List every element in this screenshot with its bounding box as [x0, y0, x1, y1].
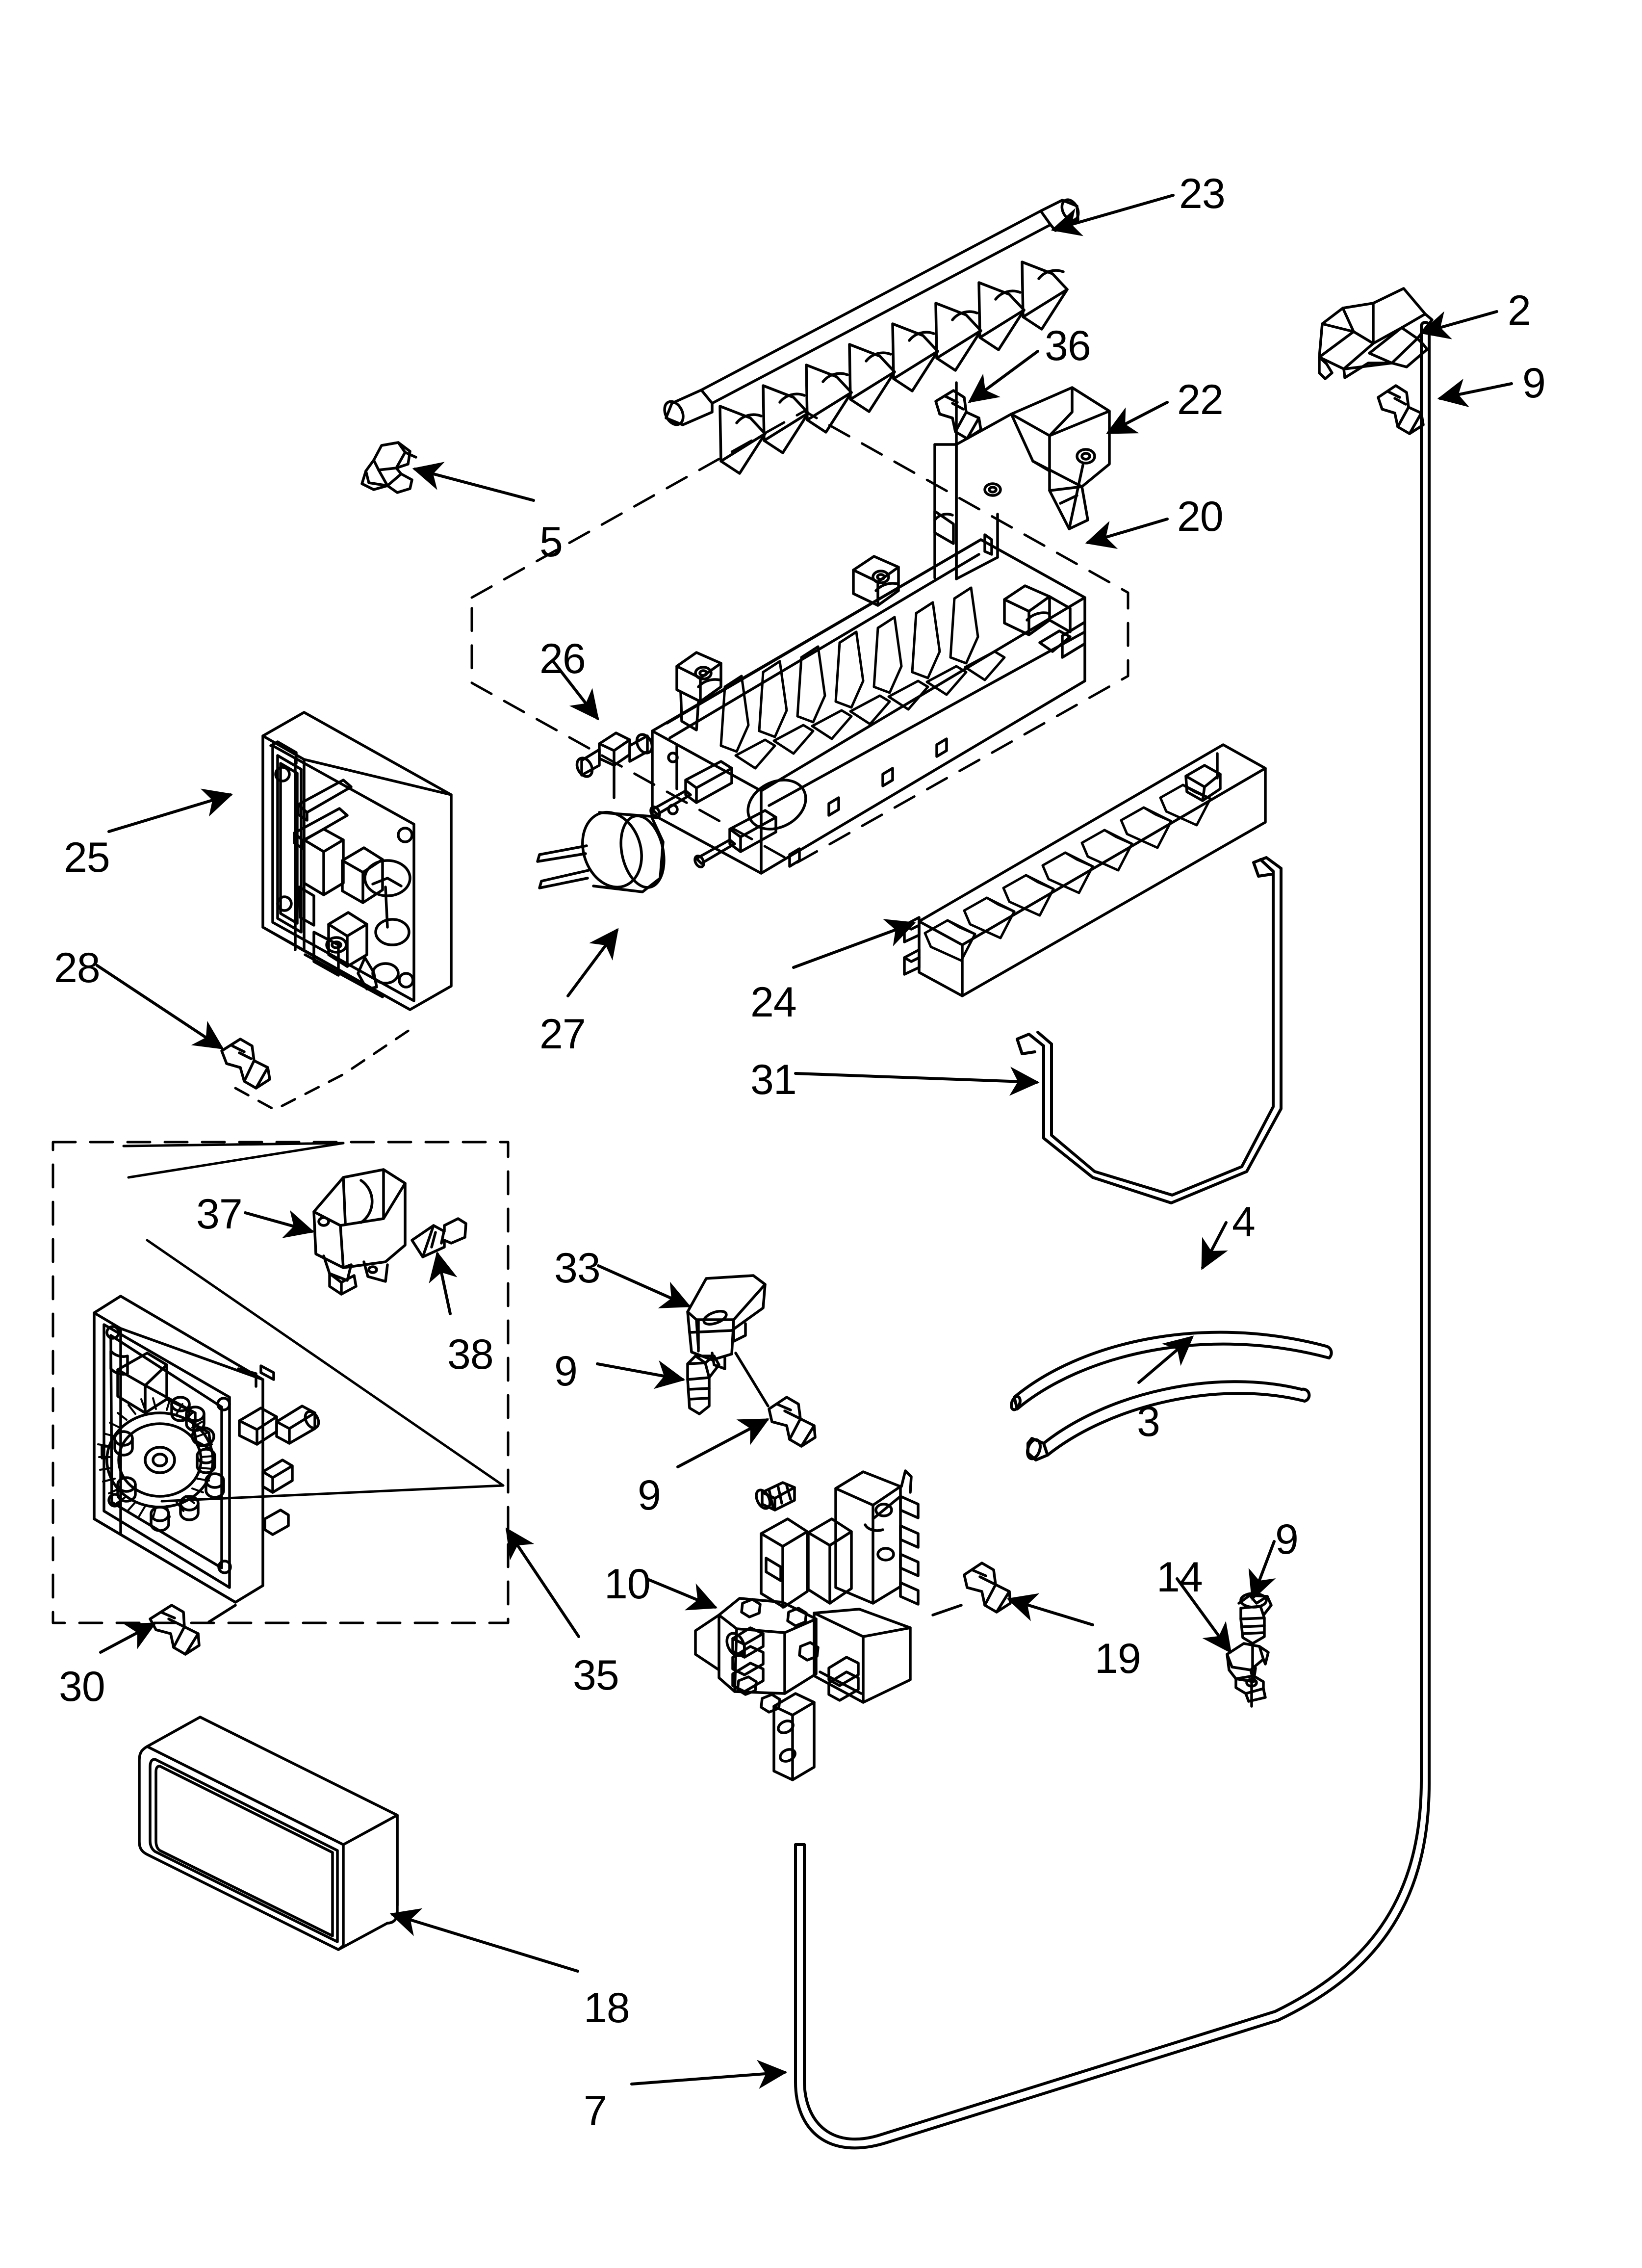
part-wire-retaining-clip	[360, 441, 417, 494]
callout-7[interactable]: 7	[584, 2087, 607, 2135]
part-cover-mounting-screw	[410, 1217, 467, 1258]
part-water-fill-tube-lower	[1026, 1380, 1311, 1461]
callout-37[interactable]: 37	[196, 1191, 243, 1238]
callout-31[interactable]: 31	[750, 1056, 797, 1103]
callout-14[interactable]: 14	[1156, 1554, 1203, 1601]
callout-33[interactable]: 33	[554, 1245, 601, 1292]
part-water-fill-cup	[1010, 386, 1111, 530]
callout-9-b[interactable]: 9	[554, 1348, 578, 1395]
part-base-mounting-screw	[149, 1604, 237, 1656]
callout-4[interactable]: 4	[1232, 1199, 1256, 1246]
part-icemaker-support-housing	[261, 711, 453, 1011]
callout-leaders	[96, 194, 1513, 2089]
part-ejector-blade-shaft	[663, 198, 1080, 475]
part-housing-mounting-screw	[220, 1038, 271, 1090]
part-icemaker-access-cover	[138, 1716, 399, 1951]
callout-28[interactable]: 28	[54, 944, 101, 991]
part-icemaker-motor	[536, 810, 666, 893]
part-hex-head-screw-9b	[686, 1319, 720, 1415]
callout-25[interactable]: 25	[64, 834, 110, 881]
callout-9-a[interactable]: 9	[1522, 360, 1546, 407]
part-ice-level-sensing-arm	[1016, 856, 1283, 1204]
part-hex-head-screw-9c	[734, 1352, 817, 1448]
callout-38[interactable]: 38	[447, 1331, 494, 1378]
callout-24[interactable]: 24	[750, 979, 797, 1026]
callout-22[interactable]: 22	[1177, 376, 1224, 423]
callout-9-d[interactable]: 9	[1275, 1516, 1299, 1563]
callout-2[interactable]: 2	[1508, 287, 1531, 334]
group-boundary-gear-motor	[51, 1141, 510, 1624]
part-gear-motor-module	[93, 1295, 320, 1604]
part-icemaker-mold-body	[649, 381, 1086, 875]
part-motor-coupler	[575, 731, 654, 799]
callout-3[interactable]: 3	[1137, 1398, 1160, 1445]
callout-23[interactable]: 23	[1179, 170, 1226, 217]
part-gear-motor-cover	[312, 1168, 407, 1296]
part-water-fill-tube-upper	[1010, 1330, 1333, 1411]
callout-36[interactable]: 36	[1045, 322, 1091, 369]
callout-27[interactable]: 27	[539, 1011, 586, 1058]
part-valve-mounting-screw	[931, 1562, 1012, 1616]
part-ice-guide-rail	[1318, 287, 1434, 380]
part-ice-stripper	[903, 743, 1267, 997]
callout-19[interactable]: 19	[1095, 1635, 1141, 1682]
group-boundary-icemaker	[470, 410, 1129, 865]
part-water-inlet-valve	[694, 1469, 920, 1781]
callout-5[interactable]: 5	[539, 519, 563, 566]
callout-26[interactable]: 26	[539, 635, 586, 682]
callout-9-c[interactable]: 9	[638, 1472, 661, 1519]
part-tube-retaining-clamp	[1226, 1642, 1270, 1708]
part-hex-head-screw-2	[1377, 384, 1425, 435]
callout-10[interactable]: 10	[604, 1561, 651, 1608]
callout-18[interactable]: 18	[584, 1984, 630, 2032]
callout-35[interactable]: 35	[573, 1652, 619, 1699]
callout-30[interactable]: 30	[59, 1663, 105, 1710]
callout-20[interactable]: 20	[1177, 493, 1224, 540]
hidden-line-housing	[234, 1027, 413, 1111]
